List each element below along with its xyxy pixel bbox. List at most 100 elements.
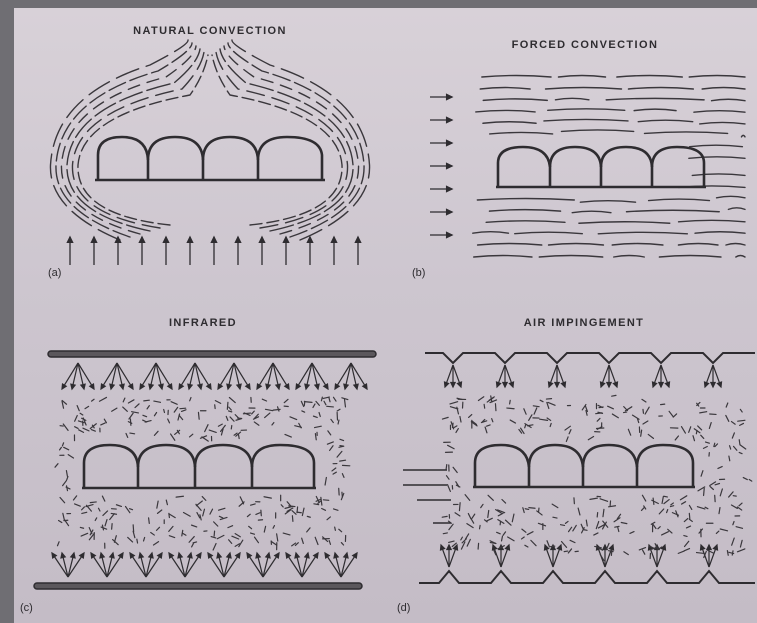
air-dash: [184, 513, 191, 517]
streamline: [689, 76, 745, 78]
air-dash: [524, 409, 526, 414]
air-dash: [442, 516, 447, 517]
air-dash: [624, 552, 628, 555]
air-dash: [202, 437, 208, 441]
air-dash: [101, 527, 107, 529]
air-dash: [157, 510, 161, 513]
air-dash: [235, 534, 240, 537]
air-dash: [176, 496, 183, 497]
air-dash: [340, 439, 344, 440]
air-dash: [338, 420, 339, 424]
air-dash: [328, 431, 331, 435]
air-dash: [154, 431, 158, 435]
air-dash: [570, 540, 575, 542]
air-dash: [740, 423, 744, 425]
streamline: [548, 109, 625, 111]
air-dash: [249, 526, 252, 528]
air-dash: [151, 533, 155, 536]
air-dash: [454, 426, 457, 428]
air-dash: [213, 544, 216, 551]
bottom-nozzle-plate: [419, 571, 755, 583]
air-dash: [157, 501, 158, 508]
air-dash: [686, 526, 690, 528]
streamline: [717, 196, 745, 198]
streamline: [482, 76, 551, 78]
air-dash: [652, 500, 659, 503]
streamline: [483, 99, 547, 101]
air-dash: [484, 404, 485, 408]
air-dash: [292, 511, 296, 515]
streamline: [216, 52, 348, 228]
air-dash: [480, 525, 481, 528]
air-dash: [111, 513, 116, 514]
streamline: [736, 256, 745, 258]
air-dash: [689, 505, 691, 509]
air-dash: [502, 536, 503, 540]
air-dash: [130, 433, 135, 434]
forced-convection-illustration: [400, 15, 750, 295]
air-dash: [81, 533, 88, 536]
air-dash: [281, 505, 283, 507]
streamline: [232, 40, 370, 240]
air-dash: [137, 539, 138, 543]
air-dash: [502, 500, 506, 504]
air-dash: [562, 542, 567, 548]
streamline: [50, 40, 188, 240]
air-dash: [90, 502, 96, 503]
radiation-arrow: [224, 553, 231, 577]
air-dash: [316, 401, 319, 405]
air-dash: [680, 496, 686, 500]
air-dash: [630, 532, 634, 534]
up-arrow: [259, 237, 264, 265]
air-dash: [740, 409, 742, 412]
radiation-arrow: [139, 553, 146, 577]
right-arrow: [430, 163, 452, 168]
streamline: [56, 43, 192, 237]
air-dash: [720, 529, 727, 531]
air-dash: [196, 504, 201, 510]
air-dash: [333, 472, 336, 474]
air-dash: [215, 401, 220, 404]
air-dash: [202, 497, 206, 501]
air-dash: [540, 419, 548, 420]
air-dash: [135, 404, 139, 408]
air-dash: [749, 480, 752, 482]
upward-arrows: [67, 237, 360, 265]
jet-arrows: [440, 365, 721, 567]
air-dash: [682, 502, 686, 504]
air-dash: [112, 408, 117, 411]
air-dash: [529, 415, 532, 421]
air-dash: [80, 413, 83, 415]
air-dash: [537, 511, 542, 515]
air-dash: [264, 497, 271, 498]
air-dash: [63, 480, 67, 485]
air-dash: [488, 510, 489, 517]
air-dash: [143, 420, 147, 422]
right-arrow: [430, 209, 452, 214]
airflow-streamlines: [50, 40, 369, 240]
air-dash: [443, 533, 447, 534]
air-dash: [193, 542, 196, 543]
streamline: [579, 222, 670, 224]
air-dash: [302, 538, 304, 543]
air-dash: [342, 474, 344, 478]
streamline: [700, 122, 745, 124]
air-dash: [192, 544, 194, 547]
air-dash: [283, 533, 290, 535]
air-dash: [95, 518, 97, 521]
air-dash: [612, 395, 616, 396]
air-dash: [703, 446, 707, 448]
air-dash: [73, 496, 76, 500]
air-dash: [103, 511, 108, 516]
air-dash: [569, 527, 572, 531]
air-dash: [684, 536, 687, 537]
air-dash: [719, 508, 720, 514]
up-arrow: [355, 237, 360, 265]
radiation-arrow: [295, 553, 302, 577]
air-dash: [182, 410, 186, 412]
air-dash: [130, 509, 133, 510]
air-dash: [743, 478, 747, 480]
air-dash: [209, 430, 216, 432]
air-dash: [313, 416, 317, 417]
